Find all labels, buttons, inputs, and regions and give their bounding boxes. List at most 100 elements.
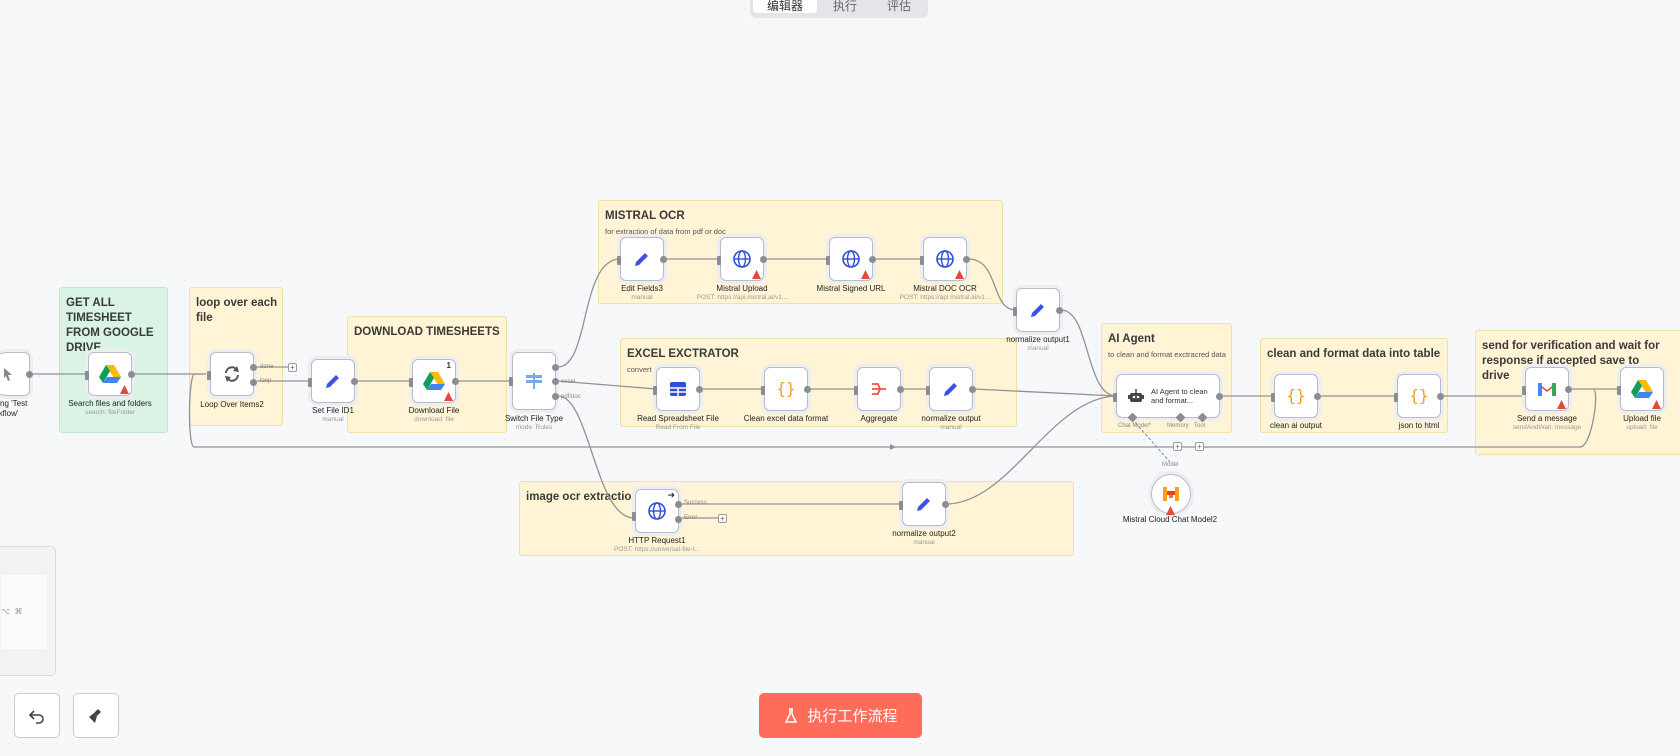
set-file-id-node[interactable] <box>308 359 358 403</box>
normalize-output1-node[interactable] <box>1013 288 1063 332</box>
clean-excel-node[interactable]: {} <box>761 367 811 411</box>
canvas-minimap-panel[interactable]: ⌥ ⌘ <box>0 546 56 676</box>
output-port[interactable] <box>1437 393 1444 400</box>
output-port[interactable] <box>804 386 811 393</box>
input-port[interactable] <box>653 386 657 395</box>
done-output-port[interactable] <box>250 364 257 371</box>
input-port[interactable] <box>761 386 765 395</box>
input-port[interactable] <box>632 512 636 521</box>
error-output-port[interactable] <box>675 516 682 523</box>
sticky-title: GET ALL TIMESHEET FROM GOOGLE DRIVE <box>66 297 154 354</box>
mistral-signed-url-node[interactable] <box>826 237 876 281</box>
input-port[interactable] <box>617 256 621 265</box>
output-port[interactable] <box>1056 307 1063 314</box>
code-braces-icon: {} <box>1409 386 1428 405</box>
node-subtitle: POST: https://api.mistral.ai/v1... <box>696 294 788 301</box>
excel-output-port[interactable] <box>552 378 559 385</box>
warning-icon <box>444 392 453 401</box>
sticky-google-drive[interactable]: GET ALL TIMESHEET FROM GOOGLE DRIVE <box>59 287 168 433</box>
output-port[interactable] <box>1565 386 1572 393</box>
sticky-title: EXCEL EXCTRATOR <box>627 348 739 360</box>
success-output-port[interactable] <box>675 501 682 508</box>
switch-file-type-node[interactable] <box>509 352 559 410</box>
loop-over-items-node[interactable] <box>207 352 257 396</box>
arrow-right-icon: ➜ <box>667 490 675 500</box>
read-spreadsheet-node[interactable] <box>653 367 703 411</box>
pdf-output-port[interactable] <box>552 364 559 371</box>
search-files-node[interactable] <box>85 352 135 396</box>
output-port[interactable] <box>760 256 767 263</box>
output-port[interactable] <box>1314 393 1321 400</box>
aggregate-node[interactable] <box>854 367 904 411</box>
input-port[interactable] <box>207 371 211 380</box>
input-port[interactable] <box>1013 307 1017 316</box>
input-port[interactable] <box>308 378 312 387</box>
mistral-doc-ocr-node[interactable] <box>920 237 970 281</box>
node-subtitle: download: file <box>414 416 454 423</box>
input-port[interactable] <box>1394 393 1398 402</box>
add-memory-button[interactable]: + <box>1173 442 1182 451</box>
input-port[interactable] <box>409 378 413 387</box>
http-request1-node[interactable]: ➜ <box>632 489 682 533</box>
output-port[interactable] <box>942 501 949 508</box>
output-port[interactable] <box>26 371 33 378</box>
output-port[interactable] <box>351 378 358 385</box>
output-port[interactable] <box>696 386 703 393</box>
loop-port-label: loop <box>260 378 272 384</box>
sticky-title: MISTRAL OCR <box>605 210 685 222</box>
input-port[interactable] <box>1522 386 1526 395</box>
tab-editor[interactable]: 编辑器 <box>753 0 818 13</box>
edit-fields3-node[interactable] <box>617 237 667 281</box>
tab-executions[interactable]: 执行 <box>833 0 858 13</box>
sticky-title: clean and format data into table <box>1267 348 1441 360</box>
output-port[interactable] <box>452 378 459 385</box>
robot-icon <box>1128 389 1144 402</box>
input-port[interactable] <box>1617 386 1621 395</box>
node-subtitle: manual <box>631 294 653 301</box>
tab-evaluations[interactable]: 评估 <box>887 0 912 13</box>
image-output-port[interactable] <box>552 393 559 400</box>
input-port[interactable] <box>854 386 858 395</box>
add-node-button[interactable]: + <box>718 514 727 523</box>
warning-icon <box>1557 400 1566 409</box>
google-drive-icon <box>99 365 121 383</box>
run-workflow-button[interactable]: 执行工作流程 <box>759 693 922 738</box>
input-port[interactable] <box>509 377 513 386</box>
input-port[interactable] <box>717 256 721 265</box>
output-port[interactable] <box>969 386 976 393</box>
mistral-chat-model-node[interactable] <box>1151 474 1191 515</box>
normalize-output2-node[interactable] <box>899 482 949 526</box>
input-port[interactable] <box>1113 393 1117 402</box>
input-port[interactable] <box>926 386 930 395</box>
download-file-node[interactable]: 1 <box>409 359 459 403</box>
undo-button[interactable] <box>14 693 60 738</box>
sticky-title: DOWNLOAD TIMESHEETS <box>354 326 500 338</box>
node-label: Aggregate <box>860 414 898 423</box>
output-port[interactable] <box>869 256 876 263</box>
manual-trigger-node[interactable] <box>0 352 33 396</box>
output-port[interactable] <box>897 386 904 393</box>
input-port[interactable] <box>826 256 830 265</box>
output-port[interactable] <box>1216 393 1223 400</box>
output-port[interactable] <box>660 256 667 263</box>
add-tool-button[interactable]: + <box>1195 442 1204 451</box>
view-tabs: 编辑器 执行 评估 <box>750 0 929 18</box>
input-port[interactable] <box>85 371 89 380</box>
send-message-node[interactable] <box>1522 367 1572 411</box>
output-port[interactable] <box>128 371 135 378</box>
input-port[interactable] <box>920 256 924 265</box>
tidy-up-button[interactable] <box>73 693 119 738</box>
json-to-html-node[interactable]: {} <box>1394 374 1444 418</box>
upload-file-node[interactable] <box>1617 367 1664 411</box>
normalize-output-node[interactable] <box>926 367 976 411</box>
input-port[interactable] <box>899 501 903 510</box>
mistral-logo-icon <box>1163 487 1179 501</box>
clean-ai-output-node[interactable]: {} <box>1271 374 1321 418</box>
add-node-button[interactable]: + <box>288 363 297 372</box>
mistral-upload-node[interactable] <box>717 237 767 281</box>
output-port[interactable] <box>963 256 970 263</box>
ai-agent-node[interactable]: AI Agent to clean and format... <box>1113 374 1223 423</box>
loop-output-port[interactable] <box>250 379 257 386</box>
input-port[interactable] <box>1271 393 1275 402</box>
